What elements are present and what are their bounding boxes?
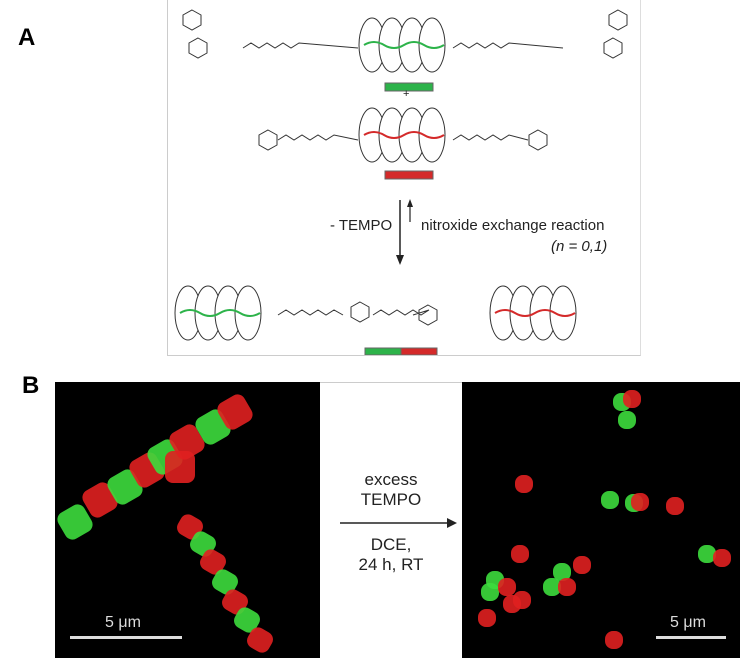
plus-sign: + [403,88,410,100]
micrograph-before: 5 μm [55,382,320,658]
linker-chain [452,42,564,49]
ring [188,37,208,59]
red-segment [605,631,623,649]
ring [603,37,623,59]
green-segment [601,491,619,509]
conditions-above: excess TEMPO [320,470,462,510]
scale-bar-right [656,636,726,639]
ring [608,9,628,31]
red-segment [82,482,118,518]
green-segment [212,569,238,595]
conditions-panel: excess TEMPO DCE, 24 h, RT [320,382,462,659]
green-segment [57,504,93,540]
condition-tempo: TEMPO [360,490,422,509]
cucurbituril-cage [549,285,577,341]
condition-excess: excess [364,470,418,489]
panel-b-label: B [22,372,40,399]
guest-chain [494,309,576,317]
green-segment [543,578,561,596]
linker-chain [372,309,430,316]
panel-a-label: A [18,24,36,51]
cucurbituril-cage [418,17,446,73]
ring [182,9,202,31]
scale-bar-left [70,636,182,639]
reaction-scheme: + - TEMPO nitroxide exchange reaction (n… [167,0,641,356]
guest-chain [363,131,445,139]
red-segment [666,497,684,515]
red-segment [713,549,731,567]
arrow-head [396,255,404,265]
red-segment [165,451,195,483]
red-segment [515,475,533,493]
red-segment [200,549,226,575]
red-bar [384,170,434,180]
n-condition-label: (n = 0,1) [551,238,608,255]
condition-solvent: DCE, [370,535,412,554]
chemical-structures [174,9,628,355]
red-segment [169,424,205,460]
red-segment [503,595,521,613]
ring [418,304,438,326]
red-bar [400,347,438,355]
green-segment [698,545,716,563]
ring [258,129,278,151]
arrow-head [407,199,413,207]
green-segment [481,583,499,601]
green-bar [384,82,434,92]
ring [528,129,548,151]
linker-chain [452,134,529,141]
scale-label-right: 5 μm [670,614,706,631]
reaction-arrow [340,518,457,528]
red-segment [478,609,496,627]
red-segment [498,578,516,596]
scale-label-left: 5 μm [105,614,141,631]
red-segment [247,627,273,653]
linker-chain [277,134,359,141]
condition-time-temp: 24 h, RT [358,555,424,574]
green-segment [107,469,143,505]
micrograph-after: 5 μm [462,382,740,658]
red-segment [573,556,591,574]
green-bar [364,347,402,355]
reaction-name-label: nitroxide exchange reaction [421,217,605,234]
guest-chain [363,41,445,49]
linker-chain [277,309,344,316]
cucurbituril-cage [418,107,446,163]
conditions-below: DCE, 24 h, RT [320,535,462,575]
linker-chain [242,42,359,49]
green-segment [553,563,571,581]
minus-tempo-label: - TEMPO [330,217,393,234]
ring [350,301,370,323]
green-segment [618,411,636,429]
red-segment [511,545,529,563]
red-segment [623,390,641,408]
red-segment [217,394,253,430]
guest-chain [179,309,261,317]
cucurbituril-cage [234,285,262,341]
red-segment [631,493,649,511]
green-segment [234,607,260,633]
red-segment [558,578,576,596]
